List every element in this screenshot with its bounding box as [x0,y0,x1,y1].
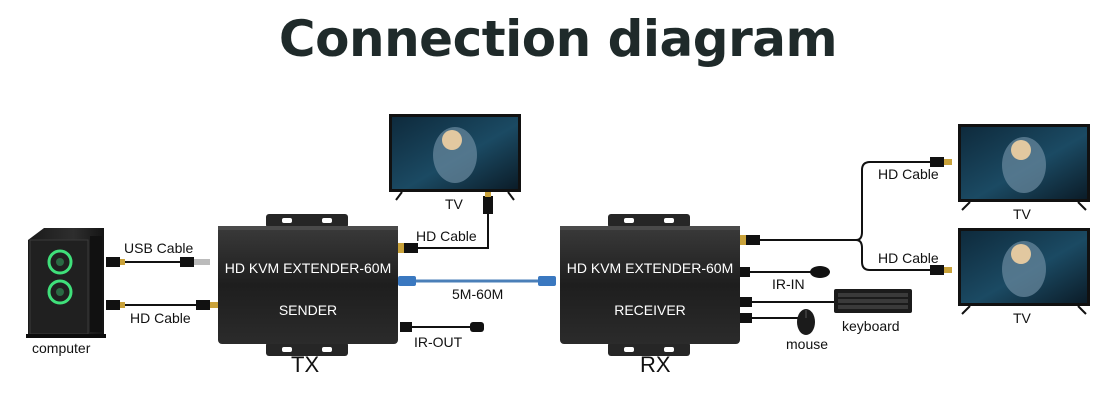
diagram-title: Connection diagram [278,10,838,68]
hd-cable-tv-right-2 [855,239,936,271]
computer-label: computer [32,340,91,356]
mouse-device [797,309,815,335]
tv-top-label: TV [445,196,463,212]
sender-name-label: SENDER [278,302,338,318]
ir-in-label: IR-IN [772,276,805,292]
hd-cable-tv-top [406,212,489,249]
computer-tower [26,228,106,338]
receiver-box [560,214,740,356]
ir-in-sensor [810,266,830,278]
mouse-label: mouse [786,336,829,352]
keyboard-label: keyboard [842,318,900,334]
tv-right-2 [958,228,1090,315]
link-distance-label: 5M-60M [452,286,504,302]
rj45-plug-rx [538,276,556,286]
usb-cable-label: USB Cable [124,240,194,256]
sender-model-label: HD KVM EXTENDER-60M [224,260,392,276]
cables [112,161,936,328]
tv-right-1-label: TV [1013,206,1031,222]
tv-top [389,114,521,201]
hd-cable-tv-right-1 [855,161,936,241]
keyboard-device [834,289,912,313]
hd-cable-tv-right-2-label: HD Cable [878,250,939,266]
hd-cable-tv-right-1-label: HD Cable [878,166,939,182]
tx-label: TX [291,352,320,377]
hd-cable-tv-top-label: HD Cable [416,228,477,244]
receiver-model-label: HD KVM EXTENDER-60M [566,260,734,276]
rj45-plug-tx [398,276,416,286]
ir-out-label: IR-OUT [414,334,463,350]
connectors [106,157,952,332]
rx-label: RX [640,352,671,377]
tv-right-2-label: TV [1013,310,1031,326]
sender-box [218,214,398,356]
hd-cable-pc-label: HD Cable [130,310,191,326]
tv-right-1 [958,124,1090,211]
receiver-name-label: RECEIVER [614,302,686,318]
